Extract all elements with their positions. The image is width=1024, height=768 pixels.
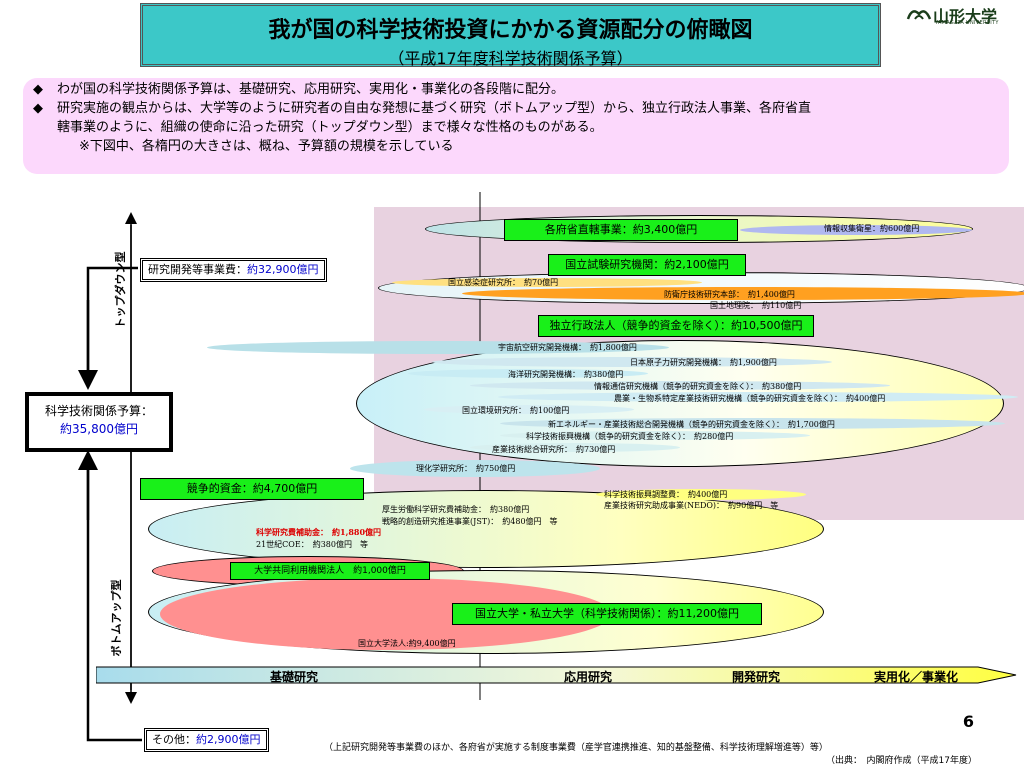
- footer-note: （上記研究開発等事業費のほか、各府省が実施する制度事業費（産学官連携推進、知的基…: [324, 743, 828, 753]
- nedo-grant-text: 産業技術研究助成事業(NEDO)： 約90億円 等: [604, 501, 779, 510]
- defense-ellipse: [462, 287, 1024, 300]
- title-box: 我が国の科学技術投資にかかる資源配分の俯瞰図 （平成17年度科学技術関係予算）: [140, 3, 881, 68]
- bracket-bottom: [86, 455, 142, 742]
- mhlw-text: 厚生労働科学研究費補助金： 約380億円: [382, 505, 530, 514]
- logo-english: YAMAGATA UNIVERSITY: [935, 20, 999, 26]
- stage-basic: 基礎研究: [270, 670, 319, 684]
- topdown-label: トップダウン型: [114, 251, 127, 329]
- summary-box: ◆ わが国の科学技術関係予算は、基礎研究、応用研究、実用化・事業化の各段階に配分…: [23, 78, 1009, 174]
- jst-ellipse: [500, 431, 810, 440]
- summary-bullet-2: ◆ 研究実施の観点からは、大学等のように研究者の自由な発想に基づく研究（ボトムア…: [33, 99, 999, 118]
- stage-applied: 応用研究: [564, 670, 613, 684]
- competitive-label: 競争的資金：約4,700億円: [140, 478, 364, 500]
- aist-text: 産業技術総合研究所： 約730億円: [492, 445, 616, 454]
- kakenhi-text: 科学研究費補助金： 約1,880億円: [256, 527, 382, 537]
- summary-note: ※下図中、各楕円の大きさは、概ね、予算額の規模を示している: [79, 139, 454, 154]
- intel-sat-text: 情報収集衛星：約600億円: [824, 224, 920, 233]
- brain-ellipse: [498, 392, 1018, 402]
- riken-text: 理化学研究所： 約750億円: [416, 464, 516, 473]
- interuniv-label: 大学共同利用機関法人 約1,000億円: [230, 562, 430, 580]
- jamstec-ellipse: [408, 369, 648, 378]
- summary-text-2-cont: 轄事業のように、組織の使命に沿った研究（トップダウン型）まで様々な性格のものがあ…: [57, 120, 603, 135]
- jst-crest-text: 戦略的創造研究推進事業(JST)： 約480億円 等: [382, 517, 558, 526]
- rd-expense-label: 研究開発等事業費：: [148, 263, 247, 276]
- summary-bullet-1: ◆ わが国の科学技術関係予算は、基礎研究、応用研究、実用化・事業化の各段階に配分…: [33, 80, 999, 99]
- rd-expense-box: 研究開発等事業費：約32,900億円: [140, 258, 327, 282]
- nedo-ellipse: [500, 418, 1005, 429]
- jst-text: 科学技術振興機構（競争的研究資金を除く）： 約280億円: [526, 432, 734, 441]
- stage-commercial: 実用化／事業化: [874, 670, 959, 684]
- page-subtitle: （平成17年度科学技術関係予算）: [388, 49, 633, 68]
- coe-text: 21世紀COE： 約380億円 等: [256, 540, 368, 549]
- iai-label: 独立行政法人（競争的資金を除く）：約10,500億円: [538, 315, 814, 337]
- brain-text: 農業・生物系特定産業技術研究機構（競争的研究資金を除く）： 約400億円: [614, 394, 886, 403]
- rd-expense-value: 約32,900億円: [247, 263, 319, 276]
- infect-ellipse: [392, 278, 702, 287]
- other-expense-value: 約2,900億円: [196, 733, 261, 746]
- coord-text: 科学技術振興調整費： 約400億円: [604, 490, 728, 499]
- jaxa-ellipse: [207, 341, 669, 354]
- page-number: 6: [962, 712, 974, 731]
- stage-development: 開発研究: [732, 670, 781, 684]
- defense-text: 防衛庁技術研究本部： 約1,400億円: [664, 290, 795, 299]
- jaea-ellipse: [432, 357, 832, 367]
- univ-label: 国立大学・私立大学（科学技術関係）：約11,200億円: [452, 603, 762, 625]
- riken-ellipse: [350, 460, 600, 477]
- summary-text-1: わが国の科学技術関係予算は、基礎研究、応用研究、実用化・事業化の各段階に配分。: [57, 82, 565, 97]
- footer-source: （出典： 内閣府作成（平成17年度）: [826, 756, 977, 766]
- other-expense-label: その他：: [152, 733, 196, 746]
- intel-sat-ellipse: [740, 225, 972, 235]
- diamond-bullet-icon: ◆: [33, 82, 43, 97]
- natlab-label: 国立試験研究機関：約2,100億円: [548, 254, 746, 276]
- coord-ellipse: [596, 489, 806, 500]
- logo-mark-icon: [906, 10, 932, 20]
- diamond-bullet-icon: ◆: [33, 101, 43, 116]
- jamstec-text: 海洋研究開発機構： 約380億円: [508, 370, 624, 379]
- aist-ellipse: [470, 443, 680, 452]
- bottomup-label: ボトムアップ型: [110, 579, 123, 657]
- page-title: 我が国の科学技術投資にかかる資源配分の俯瞰図: [268, 18, 753, 43]
- total-budget-value: 約35,800億円: [60, 422, 138, 436]
- other-expense-box: その他：約2,900億円: [144, 728, 269, 752]
- nies-text: 国立環境研究所： 約100億円: [462, 406, 570, 415]
- gsi-text: 国土地理院： 約110億円: [710, 301, 802, 310]
- nedo-text: 新エネルギー・産業技術総合開発機構（競争的研究資金を除く）： 約1,700億円: [548, 420, 835, 429]
- infect-text: 国立感染症研究所： 約70億円: [448, 278, 559, 287]
- jaea-text: 日本原子力研究開発機構： 約1,900億円: [630, 358, 777, 367]
- nict-ellipse: [470, 381, 890, 390]
- summary-text-2: 研究実施の観点からは、大学等のように研究者の自由な発想に基づく研究（ボトムアップ…: [57, 101, 812, 116]
- nict-text: 情報通信研究機構（競争的研究資金を除く）： 約380億円: [594, 382, 802, 391]
- university-logo: 山形大学 YAMAGATA UNIVERSITY: [906, 3, 1022, 27]
- total-budget-box: 科学技術関係予算： 約35,800億円: [25, 392, 173, 452]
- total-budget-label: 科学技術関係予算：: [44, 404, 153, 418]
- research-stage-bar: [96, 666, 1017, 684]
- ministry-label: 各府省直轄事業：約3,400億円: [504, 219, 738, 241]
- competitive-ellipse: [148, 490, 824, 568]
- natuniv-text: 国立大学法人:約9,400億円: [358, 639, 456, 648]
- nies-ellipse: [424, 405, 634, 414]
- logo-name: 山形大学: [933, 7, 998, 26]
- jaxa-text: 宇宙航空研究開発機構： 約1,800億円: [498, 343, 637, 352]
